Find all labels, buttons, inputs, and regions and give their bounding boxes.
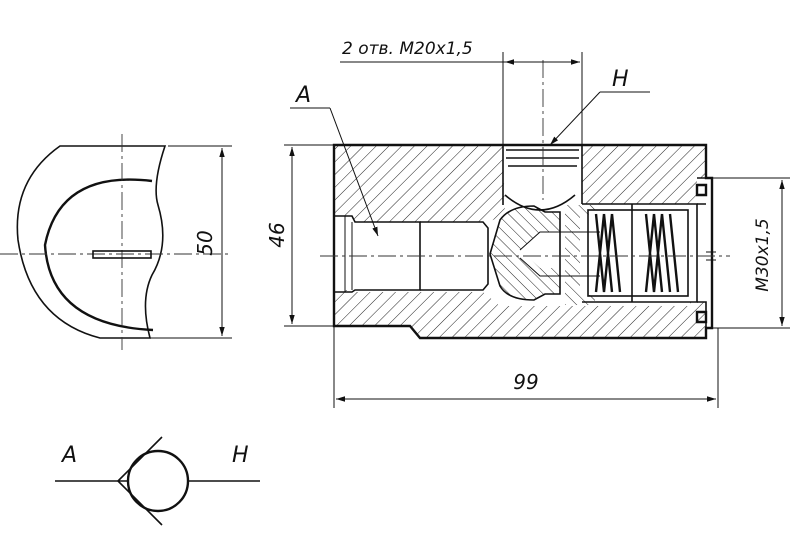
spring-right (644, 213, 680, 293)
symbol-h-label: Н (232, 443, 249, 468)
body-right-lower-hatch (690, 302, 706, 306)
seal-top (695, 183, 708, 197)
symbol-ball (126, 449, 190, 513)
top-port-thread (506, 149, 579, 167)
spring-cage (587, 209, 689, 297)
port-h-label: Н (612, 67, 629, 92)
top-port-bottom (504, 194, 576, 211)
dim-m30-label: М30х1,5 (753, 218, 773, 291)
spring-chamber (582, 203, 698, 303)
holes-note-label: 2 отв. М20х1,5 (342, 39, 473, 59)
symbol-a-label: А (60, 443, 77, 468)
inlet-bore (334, 215, 421, 293)
dim-46-label: 46 (265, 222, 289, 247)
body-upper-right-hatch (582, 145, 706, 204)
symbol-seat (117, 436, 163, 526)
port-a-leader (329, 107, 379, 237)
top-port (502, 145, 583, 205)
poppet-stem (519, 231, 600, 277)
end-view-slot (92, 250, 152, 259)
dim-99-label: 99 (513, 370, 538, 394)
body-lower-hatch (334, 290, 706, 338)
section-view: 46 М30х1,5 99 2 отв. М20х1,5 Н А (265, 39, 790, 408)
end-view-outline (16, 145, 167, 339)
poppet-outline (489, 205, 561, 301)
seal-bottom (695, 310, 708, 324)
dim-50-label: 50 (193, 230, 217, 255)
seat-hatch (565, 205, 595, 305)
check-valve-symbol: А Н (55, 436, 260, 526)
port-a-label: А (294, 83, 311, 108)
end-view: 50 (0, 134, 232, 350)
end-view-bore-arc (43, 178, 154, 332)
port-h-leader (549, 91, 601, 146)
spring-left (594, 213, 622, 293)
body-upper-hatch (334, 145, 505, 222)
